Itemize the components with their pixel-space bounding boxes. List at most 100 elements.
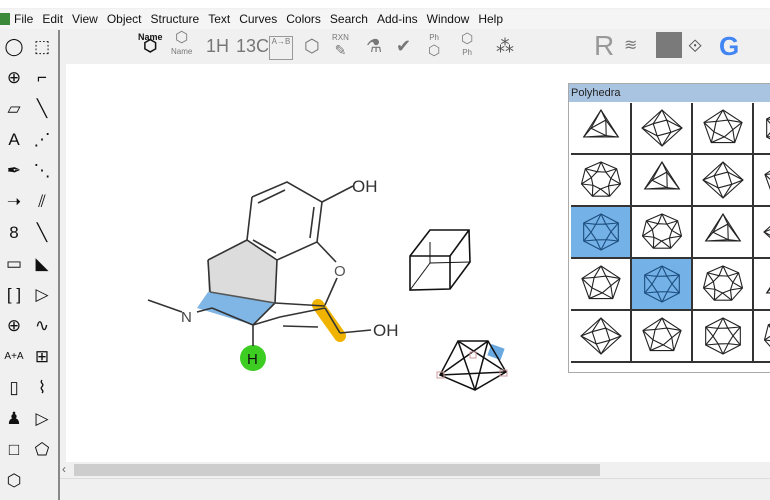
polyhedron-cell[interactable]: [632, 311, 693, 363]
polyhedron-cell[interactable]: [693, 155, 754, 207]
menu-text[interactable]: Text: [208, 12, 231, 26]
r-button[interactable]: R: [594, 30, 615, 61]
tlc-plate-icon[interactable]: ▯: [9, 378, 19, 397]
contract-label-button[interactable]: ⬡Ph: [461, 31, 473, 59]
hashed-bond-icon[interactable]: ⫽: [38, 192, 46, 211]
rectangle-icon[interactable]: ▭: [5, 254, 23, 273]
wavy-bond-icon[interactable]: ∿: [34, 316, 50, 335]
text-icon[interactable]: A: [8, 130, 20, 149]
polyhedron-icon: [704, 212, 742, 242]
horizontal-scrollbar[interactable]: ‹: [60, 462, 770, 478]
menu-search[interactable]: Search: [329, 12, 368, 26]
polyhedron-cell[interactable]: [632, 155, 693, 207]
eraser-icon[interactable]: ▱: [7, 99, 21, 118]
nitrogen-label: N: [181, 309, 192, 326]
polyhedron-cell[interactable]: [754, 155, 770, 207]
square-icon[interactable]: □: [8, 440, 20, 459]
ring-oxygen-label: O: [334, 263, 346, 280]
polyhedron-cell[interactable]: [632, 259, 693, 311]
name-to-structure-button[interactable]: Name⬡: [138, 32, 163, 55]
polyhedron-cell[interactable]: [632, 103, 693, 155]
expand-label-icon: ⬡: [428, 42, 441, 58]
triangle-icon[interactable]: ▷: [35, 409, 49, 428]
c-nmr-button[interactable]: 13C: [236, 36, 270, 56]
structure-to-name-button[interactable]: ⬡Name: [171, 30, 193, 58]
name-label: Name: [171, 47, 193, 56]
ph-label: Ph: [462, 48, 473, 57]
rotate-icon[interactable]: ⊕: [6, 68, 22, 87]
menu-edit[interactable]: Edit: [42, 12, 64, 26]
stamp-icon[interactable]: ♟: [6, 409, 22, 428]
main-toolbar: Name⬡ ⬡Name 1H 13C A→B ⬡ RXN✎ ⚗ ✔ Ph⬡ ⬡P…: [66, 30, 770, 62]
atom-map-icon[interactable]: A+A: [4, 351, 24, 362]
polyhedron-cell[interactable]: [571, 259, 632, 311]
polyhedron-cell[interactable]: [754, 207, 770, 259]
polyhedron-cell[interactable]: [571, 155, 632, 207]
polyhedron-cell[interactable]: [632, 207, 693, 259]
polyhedron-cell[interactable]: [693, 207, 754, 259]
h-nmr-button[interactable]: 1H: [206, 36, 230, 56]
name-to-structure-icon: ⬡: [143, 38, 158, 55]
menu-object[interactable]: Object: [106, 12, 142, 26]
table-icon[interactable]: ⊞: [34, 347, 50, 366]
menu-bar: File Edit View Object Structure Text Cur…: [0, 9, 770, 29]
wedge-bond-icon[interactable]: ◣: [35, 254, 49, 273]
clean-structure-button[interactable]: ⬡: [304, 32, 320, 60]
orbital-icon[interactable]: 8: [9, 223, 19, 242]
dashed-bond-icon[interactable]: ⋱: [33, 161, 51, 180]
bond-icon[interactable]: ⌐: [37, 68, 47, 87]
hexagon-icon[interactable]: ⬡: [6, 471, 22, 490]
analysis-button[interactable]: ⚗: [366, 32, 382, 60]
lasso-icon[interactable]: ◯: [4, 37, 24, 56]
pentagon-icon[interactable]: ⬠: [34, 440, 50, 459]
polyhedron-cell[interactable]: [693, 259, 754, 311]
polyhedron-cell[interactable]: [571, 103, 632, 155]
polyhedra-palette: Polyhedra: [568, 83, 770, 373]
menu-help[interactable]: Help: [478, 12, 504, 26]
oh-label-top: OH: [352, 177, 378, 196]
menu-curves[interactable]: Curves: [239, 12, 278, 26]
chain-icon[interactable]: ⋰: [33, 130, 51, 149]
clean-reaction-button[interactable]: RXN✎: [332, 32, 349, 59]
polyhedron-cell[interactable]: [693, 311, 754, 363]
check-structure-button[interactable]: ✔: [396, 32, 411, 60]
polyhedron-icon: [580, 161, 622, 197]
menu-structure[interactable]: Structure: [150, 12, 200, 26]
reaction-table-button[interactable]: A→B: [269, 36, 293, 60]
polyhedron-cell[interactable]: [693, 103, 754, 155]
analysis-icon: ⚗: [366, 36, 383, 56]
menu-add-ins[interactable]: Add-ins: [376, 12, 418, 26]
polyhedron-icon: [702, 161, 744, 199]
arrow-icon[interactable]: ➝: [6, 192, 22, 211]
scrollbar-thumb[interactable]: [74, 464, 600, 476]
yellow-bond-highlight: [312, 299, 346, 342]
warning-button[interactable]: ⟐: [688, 32, 702, 60]
menu-colors[interactable]: Colors: [286, 12, 321, 26]
line-icon[interactable]: ╲: [36, 99, 48, 118]
charge-icon[interactable]: ⊕: [6, 316, 22, 335]
bold-bond-icon[interactable]: ╲: [36, 223, 48, 242]
polyhedron-cell[interactable]: [754, 311, 770, 363]
structure-perspective-button[interactable]: ⁂: [496, 32, 514, 60]
gray-box-icon[interactable]: [656, 32, 682, 58]
polyhedron-icon: [702, 265, 744, 301]
molecule-bonds: [147, 181, 372, 346]
stack-button[interactable]: ≋: [624, 32, 637, 60]
google-button[interactable]: G: [719, 32, 739, 60]
menu-file[interactable]: File: [14, 12, 34, 26]
chain-n-icon[interactable]: ⌇: [37, 378, 47, 397]
scroll-left-icon[interactable]: ‹: [62, 462, 66, 476]
menu-window[interactable]: Window: [426, 12, 470, 26]
bracket-icon[interactable]: [ ]: [6, 285, 22, 304]
marquee-icon[interactable]: ⬚: [33, 37, 51, 56]
polyhedron-cell[interactable]: [754, 103, 770, 155]
expand-label-button[interactable]: Ph⬡: [428, 32, 440, 59]
pen-icon[interactable]: ✒: [6, 161, 22, 180]
polyhedron-cell[interactable]: [571, 311, 632, 363]
polyhedron-icon: [763, 323, 770, 348]
hollow-wedge-icon[interactable]: ▷: [35, 285, 49, 304]
selection-handle[interactable]: [487, 343, 505, 361]
menu-view[interactable]: View: [72, 12, 98, 26]
polyhedron-cell[interactable]: [571, 207, 632, 259]
polyhedron-cell[interactable]: [754, 259, 770, 311]
